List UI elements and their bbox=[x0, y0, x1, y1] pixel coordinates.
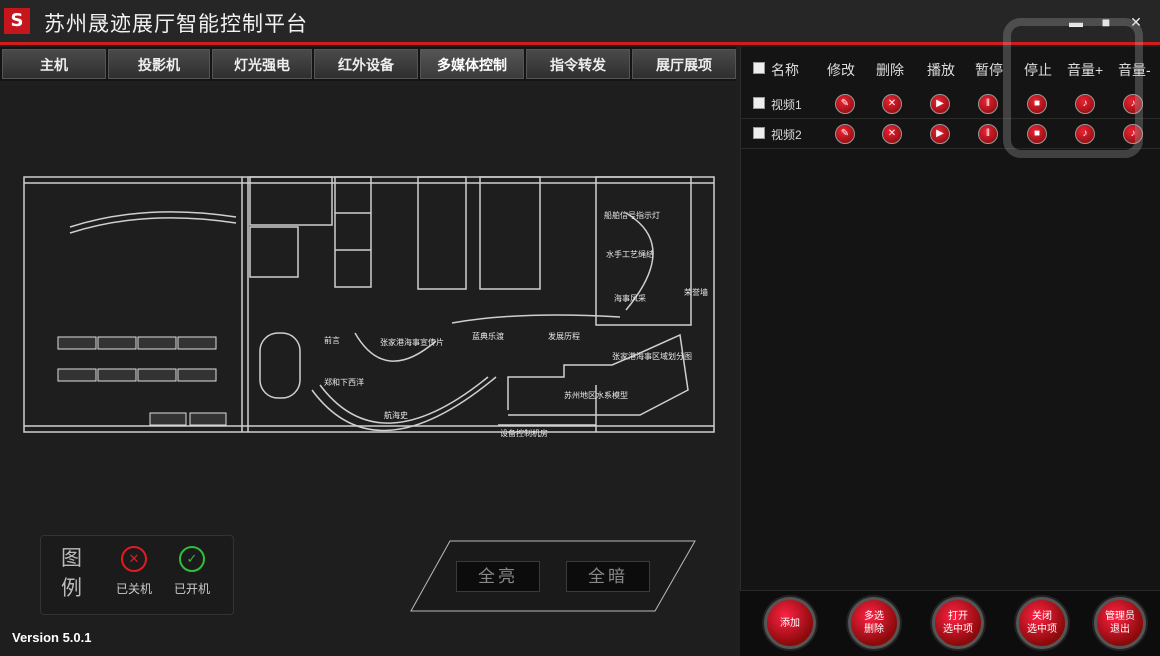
map-label: 张家港海事区域划分图 bbox=[612, 351, 692, 361]
multi-delete-button[interactable]: 多选 删除 bbox=[848, 597, 900, 649]
tab-bar: 主机 投影机 灯光强电 红外设备 多媒体控制 指令转发 展厅展项 bbox=[0, 47, 736, 81]
legend-on: ✓ 已开机 bbox=[167, 546, 217, 597]
delete-icon[interactable]: ✕ bbox=[882, 94, 902, 114]
row-checkbox[interactable] bbox=[753, 127, 765, 139]
row-name: 视频1 bbox=[771, 98, 802, 112]
media-panel: 名称 修改 删除 播放 暂停 停止 音量+ 音量- 视频1 ✎ ✕ ▶ ‖ ■ … bbox=[740, 47, 1160, 655]
title-divider bbox=[0, 42, 1160, 45]
play-icon[interactable]: ▶ bbox=[930, 124, 950, 144]
add-button[interactable]: 添加 bbox=[764, 597, 816, 649]
light-control-frame bbox=[410, 540, 696, 612]
logo-watermark bbox=[1003, 18, 1143, 158]
map-label: 荣誉墙 bbox=[684, 287, 708, 297]
tab-lighting[interactable]: 灯光强电 bbox=[212, 49, 312, 79]
wrench-icon[interactable]: ✎ bbox=[835, 124, 855, 144]
header-delete: 删除 bbox=[876, 62, 904, 78]
legend-off-label: 已关机 bbox=[115, 582, 152, 596]
legend-on-label: 已开机 bbox=[173, 582, 210, 596]
close-selected-button[interactable]: 关闭 选中项 bbox=[1016, 597, 1068, 649]
stop-icon[interactable]: ■ bbox=[1027, 94, 1047, 114]
tab-exhibits[interactable]: 展厅展项 bbox=[632, 49, 736, 79]
action-bar: 添加 多选 删除 打开 选中项 关闭 选中项 管理员 退出 bbox=[740, 590, 1160, 656]
table-row: 视频2 ✎ ✕ ▶ ‖ ■ ♪ ♪ bbox=[741, 118, 1160, 149]
floor-plan: 船舶信号指示灯 水手工艺绳结 海事风采 张家港海事宣传片 蓝典乐渡 发展历程 张… bbox=[23, 176, 715, 438]
row-name: 视频2 bbox=[771, 128, 802, 142]
pause-icon[interactable]: ‖ bbox=[978, 124, 998, 144]
header-play: 播放 bbox=[927, 62, 955, 78]
map-label: 航海史 bbox=[384, 410, 408, 420]
off-status-icon: ✕ bbox=[121, 546, 147, 572]
select-all-checkbox[interactable] bbox=[753, 62, 765, 74]
version-label: Version 5.0.1 bbox=[12, 630, 92, 645]
maximize-button[interactable]: ■ bbox=[1101, 14, 1111, 30]
row-checkbox[interactable] bbox=[753, 97, 765, 109]
map-label: 发展历程 bbox=[548, 331, 580, 341]
wrench-icon[interactable]: ✎ bbox=[835, 94, 855, 114]
all-on-button[interactable]: 全亮 bbox=[456, 561, 540, 592]
header-stop: 停止 bbox=[1024, 62, 1052, 78]
volume-down-icon[interactable]: ♪ bbox=[1123, 94, 1143, 114]
map-label: 前言 bbox=[324, 335, 340, 345]
all-off-button[interactable]: 全暗 bbox=[566, 561, 650, 592]
header-volume-up: 音量+ bbox=[1067, 62, 1104, 78]
pause-icon[interactable]: ‖ bbox=[978, 94, 998, 114]
volume-up-icon[interactable]: ♪ bbox=[1075, 124, 1095, 144]
header-pause: 暂停 bbox=[975, 62, 1003, 78]
tab-command-forward[interactable]: 指令转发 bbox=[526, 49, 630, 79]
header-edit: 修改 bbox=[827, 62, 855, 78]
app-logo: S bbox=[4, 8, 30, 34]
map-label: 水手工艺绳结 bbox=[606, 249, 654, 259]
map-label: 蓝典乐渡 bbox=[472, 331, 504, 341]
legend: 图例 ✕ 已关机 ✓ 已开机 bbox=[40, 535, 234, 615]
tab-multimedia[interactable]: 多媒体控制 bbox=[420, 49, 524, 79]
legend-off: ✕ 已关机 bbox=[109, 546, 159, 597]
volume-up-icon[interactable]: ♪ bbox=[1075, 94, 1095, 114]
tab-host[interactable]: 主机 bbox=[2, 49, 106, 79]
header-volume-down: 音量- bbox=[1118, 62, 1151, 78]
map-label: 苏州地区水系模型 bbox=[564, 390, 628, 400]
on-status-icon: ✓ bbox=[179, 546, 205, 572]
tab-projector[interactable]: 投影机 bbox=[108, 49, 210, 79]
table-row: 视频1 ✎ ✕ ▶ ‖ ■ ♪ ♪ bbox=[741, 88, 1160, 119]
map-label: 设备控制机房 bbox=[500, 428, 548, 438]
title-bar: S 苏州晟迹展厅智能控制平台 ▬ ■ ✕ bbox=[0, 0, 1160, 42]
map-label: 郑和下西洋 bbox=[324, 377, 364, 387]
app-title: 苏州晟迹展厅智能控制平台 bbox=[44, 13, 308, 36]
admin-logout-button[interactable]: 管理员 退出 bbox=[1094, 597, 1146, 649]
delete-icon[interactable]: ✕ bbox=[882, 124, 902, 144]
header-name: 名称 bbox=[771, 62, 799, 78]
tab-infrared[interactable]: 红外设备 bbox=[314, 49, 418, 79]
map-label: 船舶信号指示灯 bbox=[604, 210, 660, 220]
map-label: 海事风采 bbox=[614, 293, 646, 303]
map-label: 张家港海事宣传片 bbox=[380, 337, 444, 347]
legend-title: 图例 bbox=[61, 547, 82, 600]
open-selected-button[interactable]: 打开 选中项 bbox=[932, 597, 984, 649]
stop-icon[interactable]: ■ bbox=[1027, 124, 1047, 144]
minimize-button[interactable]: ▬ bbox=[1069, 14, 1083, 30]
play-icon[interactable]: ▶ bbox=[930, 94, 950, 114]
